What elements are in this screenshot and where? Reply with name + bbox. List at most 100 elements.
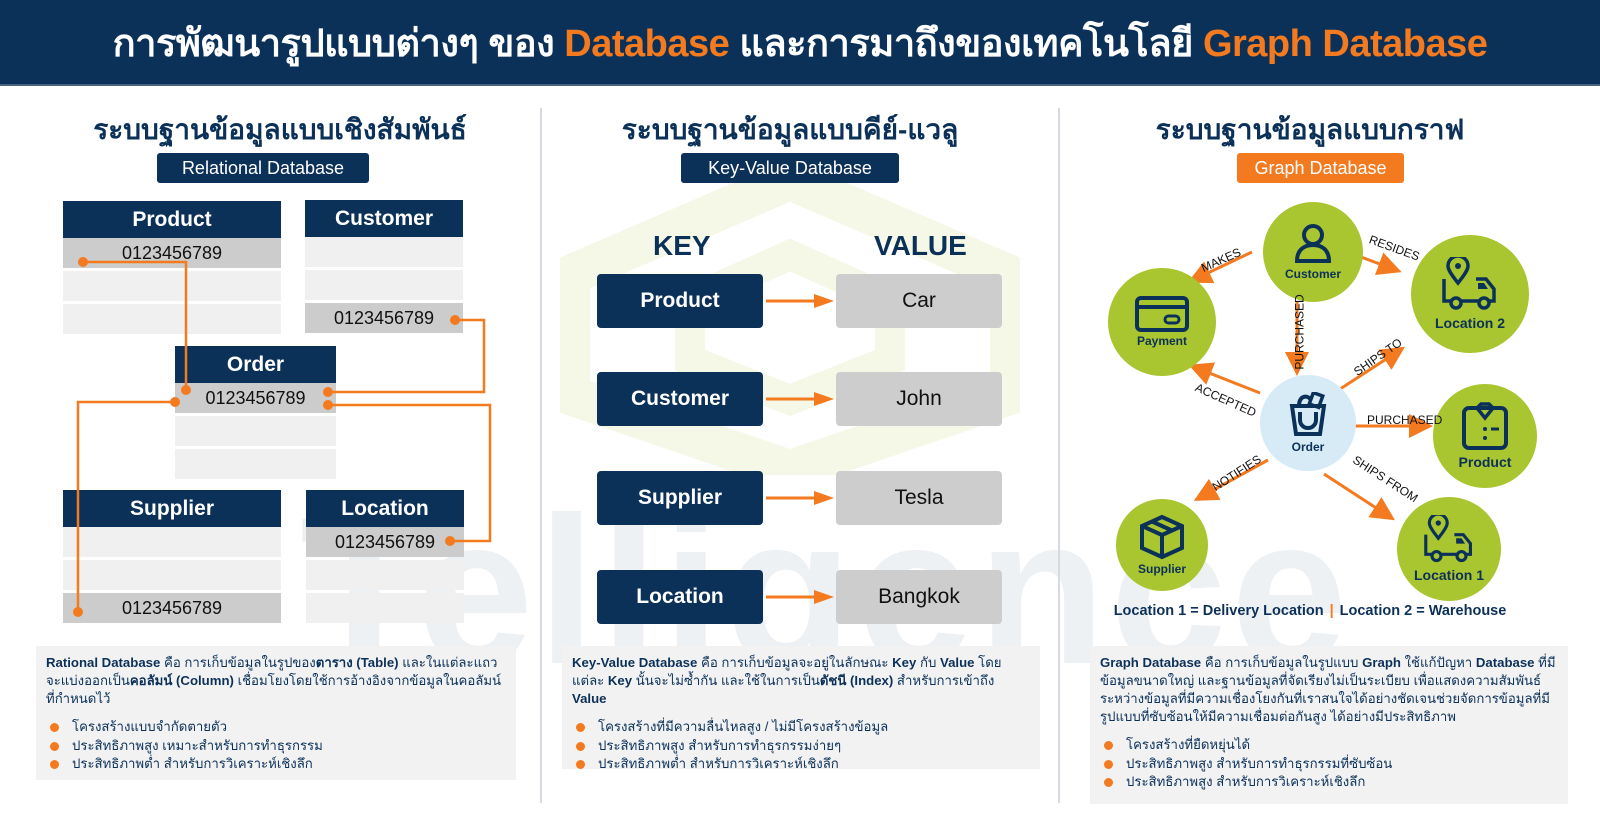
keyvalue-title: ระบบฐานข้อมูลแบบคีย์-แวลู [621, 114, 959, 145]
table-header: Location [306, 490, 464, 527]
package-box-icon [1140, 514, 1184, 560]
arrow-right-icon [766, 294, 834, 308]
node-product: Product [1433, 384, 1537, 488]
feature-list: โครงสร้างแบบจำกัดตายตัว ประสิทธิภาพสูง เ… [46, 718, 506, 774]
graph-edges [1187, 248, 1433, 521]
bullet-dot-icon [576, 760, 585, 769]
title-highlight-graph-database: Graph Database [1202, 22, 1488, 65]
relational-description: Rational Database คือ การเก็บข้อมูลในรูป… [36, 646, 516, 780]
table-row: 0123456789 [63, 238, 281, 268]
list-item: ประสิทธิภาพสูง สำหรับการทำธุรกรรมง่ายๆ [572, 737, 1030, 756]
list-item: ประสิทธิภาพสูง สำหรับการวิเคราะห์เชิงลึก [1100, 773, 1558, 792]
list-item: ประสิทธิภาพต่ำ สำหรับการวิเคราะห์เชิงลึก [46, 755, 506, 774]
table-customer: Customer 0123456789 [305, 200, 463, 333]
description-text: Rational Database คือ การเก็บข้อมูลในรูป… [46, 655, 502, 706]
table-row: 0123456789 [63, 593, 281, 623]
delivery-truck-icon [1424, 515, 1472, 563]
list-item: ประสิทธิภาพสูง เหมาะสำหรับการทำธุรกรรม [46, 737, 506, 756]
kv-key: Location [597, 570, 763, 624]
key-header: KEY [653, 230, 711, 261]
kv-value: John [836, 372, 1002, 426]
bullet-dot-icon [1104, 759, 1113, 769]
node-payment: Payment [1108, 268, 1216, 376]
kv-key: Supplier [597, 471, 763, 525]
arrow-right-icon [766, 392, 834, 406]
title-highlight-database: Database [564, 22, 730, 65]
edge-ships-to [1333, 346, 1406, 395]
node-location-1: Location 1 [1397, 497, 1501, 601]
kv-key: Customer [597, 372, 763, 426]
edge-notifies [1193, 458, 1269, 501]
kv-value: Car [836, 274, 1002, 328]
table-product: Product 0123456789 [63, 201, 281, 334]
title-text-2: และการมาถึงของเทคโนโลยี [729, 22, 1203, 65]
value-header: VALUE [874, 230, 967, 261]
table-row [63, 560, 281, 590]
table-row [63, 304, 281, 334]
table-header: Customer [305, 200, 463, 237]
kv-key: Product [597, 274, 763, 328]
list-item: ประสิทธิภาพต่ำ สำหรับการวิเคราะห์เชิงลึก [572, 755, 1030, 774]
table-location: Location 0123456789 [306, 490, 464, 623]
bullet-dot-icon [1104, 778, 1113, 787]
table-header: Product [63, 201, 281, 238]
header-bar: การพัฒนารูปแบบต่างๆ ของ Database และการม… [0, 0, 1600, 86]
table-row: 0123456789 [305, 303, 463, 333]
table-header: Supplier [63, 490, 281, 527]
table-supplier: Supplier 0123456789 [63, 490, 281, 623]
graph-legend: Location 1 = Delivery Location|Location … [1090, 603, 1530, 619]
table-row [306, 593, 464, 623]
keyvalue-description: Key-Value Database คือ การเก็บข้อมูลจะอย… [562, 646, 1040, 771]
title-text-1: การพัฒนารูปแบบต่างๆ ของ [112, 22, 565, 65]
description-text: Graph Database คือ การเก็บข้อมูลในรูปแบบ… [1100, 655, 1556, 724]
relational-title: ระบบฐานข้อมูลแบบเชิงสัมพันธ์ [93, 114, 467, 145]
graph-badge: Graph Database [1237, 153, 1404, 183]
bullet-dot-icon [50, 723, 59, 732]
legend-location-2: Location 2 = Warehouse [1339, 603, 1507, 619]
node-supplier: Supplier [1116, 499, 1208, 591]
edge-ships-from [1323, 472, 1396, 521]
delivery-truck-icon [1442, 257, 1496, 310]
shopping-bag-icon [1289, 392, 1327, 436]
table-row: 0123456789 [306, 527, 464, 557]
credit-card-icon [1135, 296, 1189, 332]
node-location-2: Location 2 [1411, 235, 1529, 353]
table-row [63, 527, 281, 557]
table-row [305, 270, 463, 300]
kv-value: Tesla [836, 471, 1002, 525]
edge-label-purchased-product: PURCHASED [1367, 413, 1443, 427]
arrow-right-icon [766, 590, 834, 604]
edge-accepted [1188, 362, 1261, 395]
arrow-right-icon [766, 491, 834, 505]
column-divider [1058, 108, 1060, 803]
edge-makes [1187, 250, 1253, 284]
bullet-dot-icon [1104, 741, 1113, 750]
bullet-dot-icon [576, 741, 585, 751]
table-row [63, 271, 281, 301]
bullet-dot-icon [50, 760, 59, 769]
feature-list: โครงสร้างที่ยืดหยุ่นได้ ประสิทธิภาพสูง ส… [1100, 736, 1558, 792]
table-row [305, 237, 463, 267]
relational-badge: Relational Database [157, 153, 369, 183]
bullet-dot-icon [50, 741, 59, 751]
bullet-dot-icon [576, 723, 585, 732]
list-item: โครงสร้างที่มีความลื่นไหลสูง / ไม่มีโครง… [572, 718, 1030, 737]
list-item: โครงสร้างที่ยืดหยุ่นได้ [1100, 736, 1558, 755]
legend-separator: | [1329, 603, 1334, 619]
feature-list: โครงสร้างที่มีความลื่นไหลสูง / ไม่มีโครง… [572, 718, 1030, 774]
column-divider [540, 108, 542, 803]
table-row [175, 449, 336, 479]
table-row [306, 560, 464, 590]
table-row [175, 416, 336, 446]
kv-value: Bangkok [836, 570, 1002, 624]
node-customer: Customer [1263, 202, 1363, 302]
graph-description: Graph Database คือ การเก็บข้อมูลในรูปแบบ… [1090, 646, 1568, 804]
list-item: โครงสร้างแบบจำกัดตายตัว [46, 718, 506, 737]
user-icon [1294, 224, 1332, 263]
node-order: Order [1260, 375, 1356, 471]
shirt-box-icon [1462, 402, 1508, 450]
edge-label-purchased: PURCHASED [1292, 294, 1307, 370]
table-row: 0123456789 [175, 383, 336, 413]
page-title: การพัฒนารูปแบบต่างๆ ของ Database และการม… [113, 12, 1488, 73]
